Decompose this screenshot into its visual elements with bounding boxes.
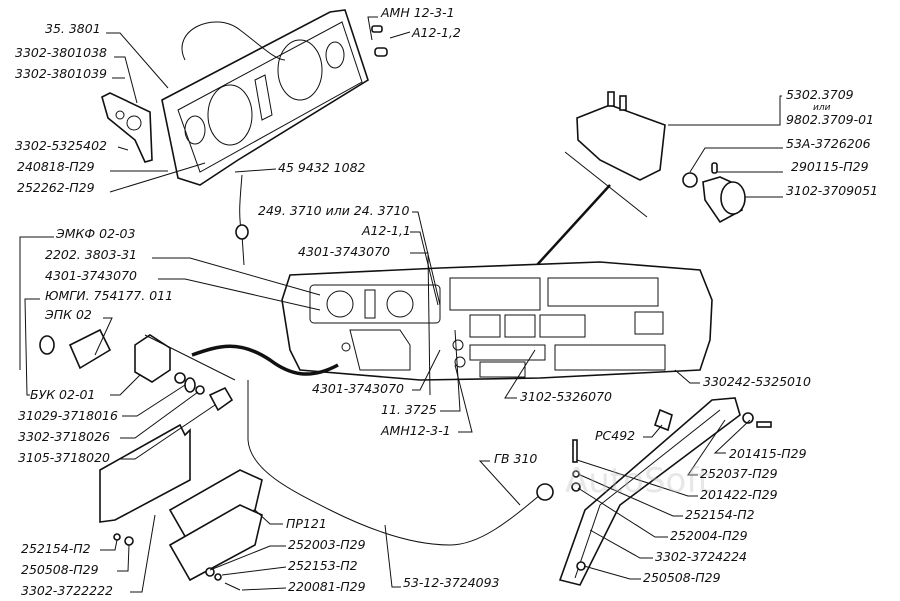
label: ЭПК 02 [44,307,92,322]
label: 53А-3726206 [786,136,871,151]
instrument-cluster [161,9,369,186]
label: 290115-П29 [791,159,869,174]
wiring-harness [191,344,339,376]
label: А12-1,2 [411,25,461,40]
label: ПР121 [286,516,327,531]
lamp-bulbs [371,25,388,57]
label: 9802.3709-01 [786,112,874,127]
label-or: или [813,103,831,113]
label: 4301-3743070 [45,268,137,283]
watermark: AutoSoft [565,461,711,501]
label: 220081-П29 [288,579,366,594]
label: 53-12-3724093 [403,575,500,590]
label: АМН12-3-1 [380,423,451,438]
label: 252037-П29 [700,466,778,481]
mounting-bracket [101,92,153,163]
label: 252154-П2 [685,507,755,522]
label: 3302-3718026 [18,429,110,444]
label: 252004-П29 [670,528,748,543]
label: 4301-3743070 [312,381,404,396]
headlight-switch [576,91,746,224]
label: 2202. 3803-31 [45,247,137,262]
label: 201415-П29 [729,446,807,461]
label: 3302-3801039 [15,66,107,81]
label: 3302-3801038 [15,45,107,60]
label: 3102-5326070 [520,389,612,404]
left-components [39,328,263,591]
label-35-3801: 35. 3801 [45,21,101,36]
cable-end-fitting [536,483,554,501]
label: 252154-П2 [21,541,91,556]
label: 5302.3709 [786,87,854,102]
label: БУК 02-01 [30,387,95,402]
label: 3302-3724224 [655,549,747,564]
label: РС492 [595,428,635,443]
label: 249. 3710 или 24. 3710 [258,203,410,218]
label: АМН 12-3-1 [380,5,455,20]
label: 3302-3722222 [21,583,113,598]
label: 31029-3718016 [18,408,118,423]
label: 201422-П29 [700,487,778,502]
pedal-bracket [558,397,772,586]
label: 4301-3743070 [298,244,390,259]
label: 250508-П29 [21,562,99,577]
leader-lines [19,16,783,593]
label: 3302-5325402 [15,138,107,153]
label: 3102-3709051 [786,183,878,198]
label: 240818-П29 [17,159,95,174]
part-labels: 35. 3801 3302-3801038 3302-3801039 3302-… [15,5,878,598]
label: ГВ 310 [494,451,537,466]
label: 252003-П29 [288,537,366,552]
speedometer-cable [239,174,245,266]
dashboard-panel [281,261,713,381]
label: 252262-П29 [17,180,95,195]
label: 252153-П2 [288,558,358,573]
shift-cable [247,380,541,546]
label: А12-1,1 [361,223,411,238]
label: ЮМГИ. 754177. 011 [45,288,173,303]
cable-grommet [235,224,249,240]
label: 45 9432 1082 [278,160,366,175]
label: 250508-П29 [643,570,721,585]
label: 11. 3725 [381,402,437,417]
label: 3105-3718020 [18,450,110,465]
label: ЭМКФ 02-03 [55,226,135,241]
label: 330242-5325010 [703,374,811,389]
section-line [564,151,648,218]
